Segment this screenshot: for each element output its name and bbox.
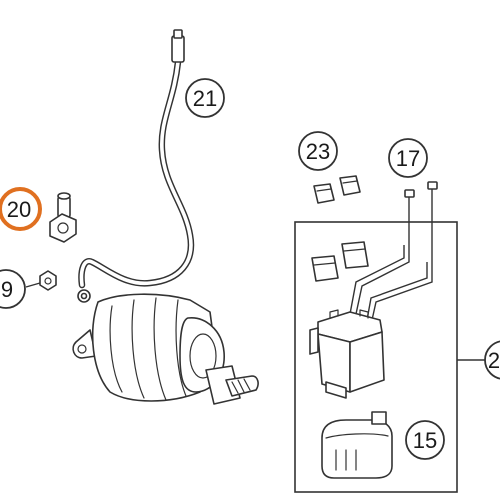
part-19-nut: [25, 270, 57, 291]
callout-21: 21: [185, 78, 225, 118]
callout-19-partial: 9: [0, 269, 26, 309]
callout-20-highlighted: 20: [0, 187, 42, 231]
callout-17: 17: [388, 138, 428, 178]
callout-15: 15: [405, 420, 445, 460]
wire-harness: [77, 29, 195, 303]
callout-box-label: 2: [488, 348, 500, 373]
callout-19-label: 9: [1, 277, 13, 302]
part-23-caps: [313, 175, 361, 204]
callout-17-label: 17: [396, 146, 420, 171]
callout-15-label: 15: [413, 428, 437, 453]
callout-21-label: 21: [193, 86, 217, 111]
callout-box-partial: 2: [484, 340, 500, 380]
callout-23-label: 23: [306, 139, 330, 164]
callout-23: 23: [298, 131, 338, 171]
callout-20-label: 20: [7, 197, 31, 222]
starter-relay: [309, 309, 385, 399]
part-20-fitting: [49, 192, 77, 243]
part-17-screws: [404, 181, 438, 212]
starter-motor: [72, 293, 259, 405]
box-caps: [311, 241, 369, 282]
part-15-cover: [321, 411, 393, 479]
relay-wires: [349, 245, 433, 321]
